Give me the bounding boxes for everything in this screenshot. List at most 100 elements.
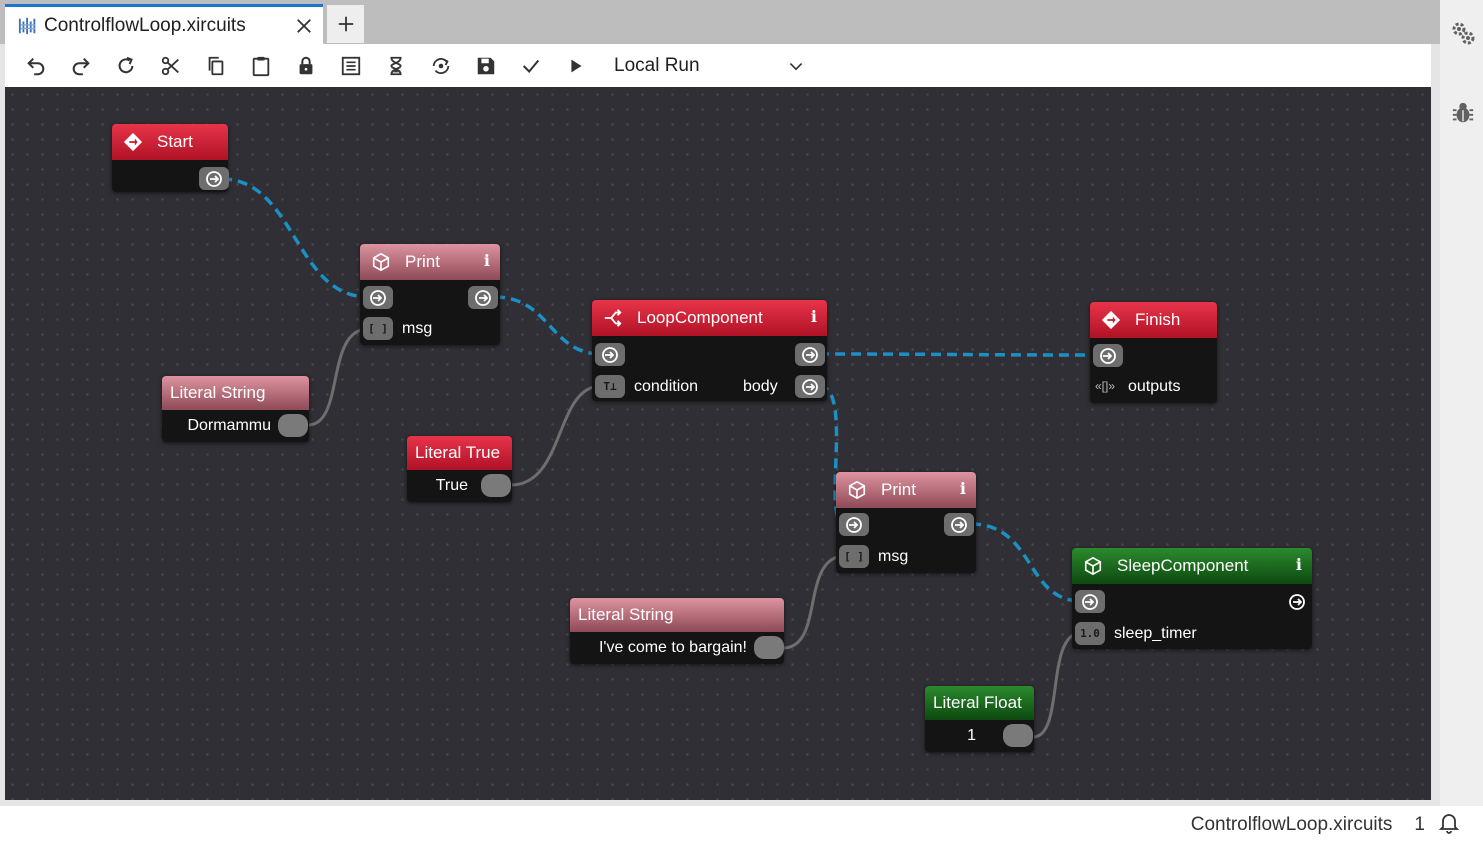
- param-link: [782, 554, 846, 650]
- node-literal-true[interactable]: Literal True True: [407, 436, 512, 502]
- bell-icon[interactable]: [1437, 810, 1461, 840]
- flow-link: [494, 295, 602, 356]
- literal-out-port[interactable]: [754, 636, 784, 659]
- copy-icon: [208, 56, 223, 75]
- property-inspector-gears-icon[interactable]: [1450, 20, 1476, 46]
- info-icon[interactable]: i: [810, 307, 817, 326]
- node-finish[interactable]: Finish «[]» outputs: [1090, 302, 1217, 403]
- in-flow-port[interactable]: [363, 286, 393, 309]
- diamond-arrow-icon: [122, 131, 144, 153]
- node-literal-string-1[interactable]: Literal String Dormammu: [162, 376, 309, 442]
- branch-icon: [602, 307, 624, 329]
- save-button[interactable]: [463, 46, 508, 86]
- msg-port[interactable]: [ ]: [839, 545, 869, 568]
- node-header: Finish: [1090, 302, 1217, 338]
- status-bar: ControlflowLoop.xircuits 1: [0, 806, 1483, 843]
- literal-out-port[interactable]: [278, 414, 308, 437]
- node-print-1[interactable]: Print i [ ] msg: [360, 244, 500, 345]
- reload-button[interactable]: [103, 46, 148, 86]
- any-type-icon: [ ]: [368, 322, 388, 335]
- literal-value: True: [435, 477, 468, 494]
- in-flow-port[interactable]: [1093, 344, 1123, 367]
- info-icon[interactable]: i: [483, 251, 490, 270]
- msg-port[interactable]: [ ]: [363, 317, 393, 340]
- copy-button[interactable]: [193, 46, 238, 86]
- flow-in-icon: [1082, 593, 1098, 610]
- port-label-sleep-timer: sleep_timer: [1114, 625, 1197, 642]
- literal-value: I've come to bargain!: [598, 639, 747, 656]
- literal-out-port[interactable]: [1003, 724, 1033, 747]
- out-flow-port[interactable]: [1284, 590, 1310, 613]
- paste-button[interactable]: [238, 46, 283, 86]
- node-header: Literal String: [570, 598, 784, 632]
- node-print-2[interactable]: Print i [ ] msg: [836, 472, 976, 573]
- node-header: Start: [112, 124, 228, 160]
- undo-button[interactable]: [13, 46, 58, 86]
- run-type-select[interactable]: Local Run: [614, 49, 804, 83]
- hourglass-button[interactable]: [373, 46, 418, 86]
- out-flow-port[interactable]: [199, 167, 229, 190]
- flow-in-icon: [846, 516, 862, 533]
- port-label-msg: msg: [878, 548, 909, 565]
- toolbar: Local Run: [5, 44, 1431, 87]
- body-port[interactable]: [795, 375, 825, 398]
- node-header: Print i: [836, 472, 976, 508]
- out-flow-port[interactable]: [468, 286, 498, 309]
- check-button[interactable]: [508, 46, 553, 86]
- cut-icon: [161, 56, 179, 75]
- node-header: Literal String: [162, 376, 309, 410]
- node-loop-component[interactable]: LoopComponent i T⊥ condition body: [592, 300, 827, 401]
- notification-count: 1: [1414, 813, 1425, 835]
- node-title: Print: [881, 480, 916, 499]
- in-flow-port[interactable]: [839, 513, 869, 536]
- node-literal-string-2[interactable]: Literal String I've come to bargain!: [570, 598, 784, 664]
- cube-icon: [846, 479, 868, 501]
- out-flow-port[interactable]: [944, 513, 974, 536]
- flow-out-icon: [951, 516, 967, 533]
- redo-button[interactable]: [58, 46, 103, 86]
- in-flow-port[interactable]: [1075, 590, 1105, 613]
- status-filename: ControlflowLoop.xircuits: [1190, 813, 1393, 835]
- workflow-canvas[interactable]: Start Print i [ ] msg Loo: [5, 87, 1431, 800]
- node-title: Literal True: [415, 443, 501, 462]
- tab-bar: ControlflowLoop.xircuits: [0, 0, 1440, 44]
- node-title: Start: [157, 132, 193, 151]
- dynalist-type-icon: «[]»: [1095, 379, 1116, 393]
- node-header: Print i: [360, 244, 500, 280]
- port-label-msg: msg: [402, 320, 433, 337]
- node-literal-float[interactable]: Literal Float 1: [925, 686, 1034, 752]
- hourglass-icon: [389, 56, 402, 75]
- add-tab-button[interactable]: [327, 5, 364, 43]
- port-label-condition: condition: [634, 378, 699, 395]
- node-sleep-component[interactable]: SleepComponent i 1.0 sleep_timer: [1072, 548, 1312, 649]
- literal-out-port[interactable]: [481, 474, 511, 497]
- node-title: Literal Float: [933, 693, 1022, 712]
- sleep-timer-port[interactable]: 1.0: [1075, 622, 1105, 645]
- node-start[interactable]: Start: [112, 124, 229, 192]
- tab-controlflowloop[interactable]: ControlflowLoop.xircuits: [5, 4, 323, 44]
- plus-icon: [338, 16, 353, 32]
- flow-out-icon: [206, 170, 222, 187]
- log-button[interactable]: [328, 46, 373, 86]
- node-title: Literal String: [578, 605, 674, 624]
- port-label-outputs: outputs: [1128, 378, 1181, 395]
- flow-link: [818, 352, 1100, 357]
- param-link: [1032, 631, 1082, 739]
- info-icon[interactable]: i: [959, 479, 966, 498]
- param-link: [510, 384, 602, 487]
- info-icon[interactable]: i: [1295, 555, 1302, 574]
- reload-icon: [118, 56, 133, 73]
- right-sidebar: [1440, 0, 1483, 806]
- debugger-bug-icon[interactable]: [1450, 100, 1476, 126]
- out-flow-port[interactable]: [795, 343, 825, 366]
- compile-button[interactable]: [418, 46, 463, 86]
- condition-port[interactable]: T⊥: [595, 375, 625, 398]
- node-title: Finish: [1135, 310, 1181, 329]
- lock-button[interactable]: [283, 46, 328, 86]
- run-button[interactable]: [553, 46, 598, 86]
- cut-button[interactable]: [148, 46, 193, 86]
- close-icon[interactable]: [289, 11, 319, 41]
- xircuits-file-icon: [17, 15, 39, 37]
- boolean-type-icon: T⊥: [603, 380, 617, 393]
- in-flow-port[interactable]: [595, 343, 625, 366]
